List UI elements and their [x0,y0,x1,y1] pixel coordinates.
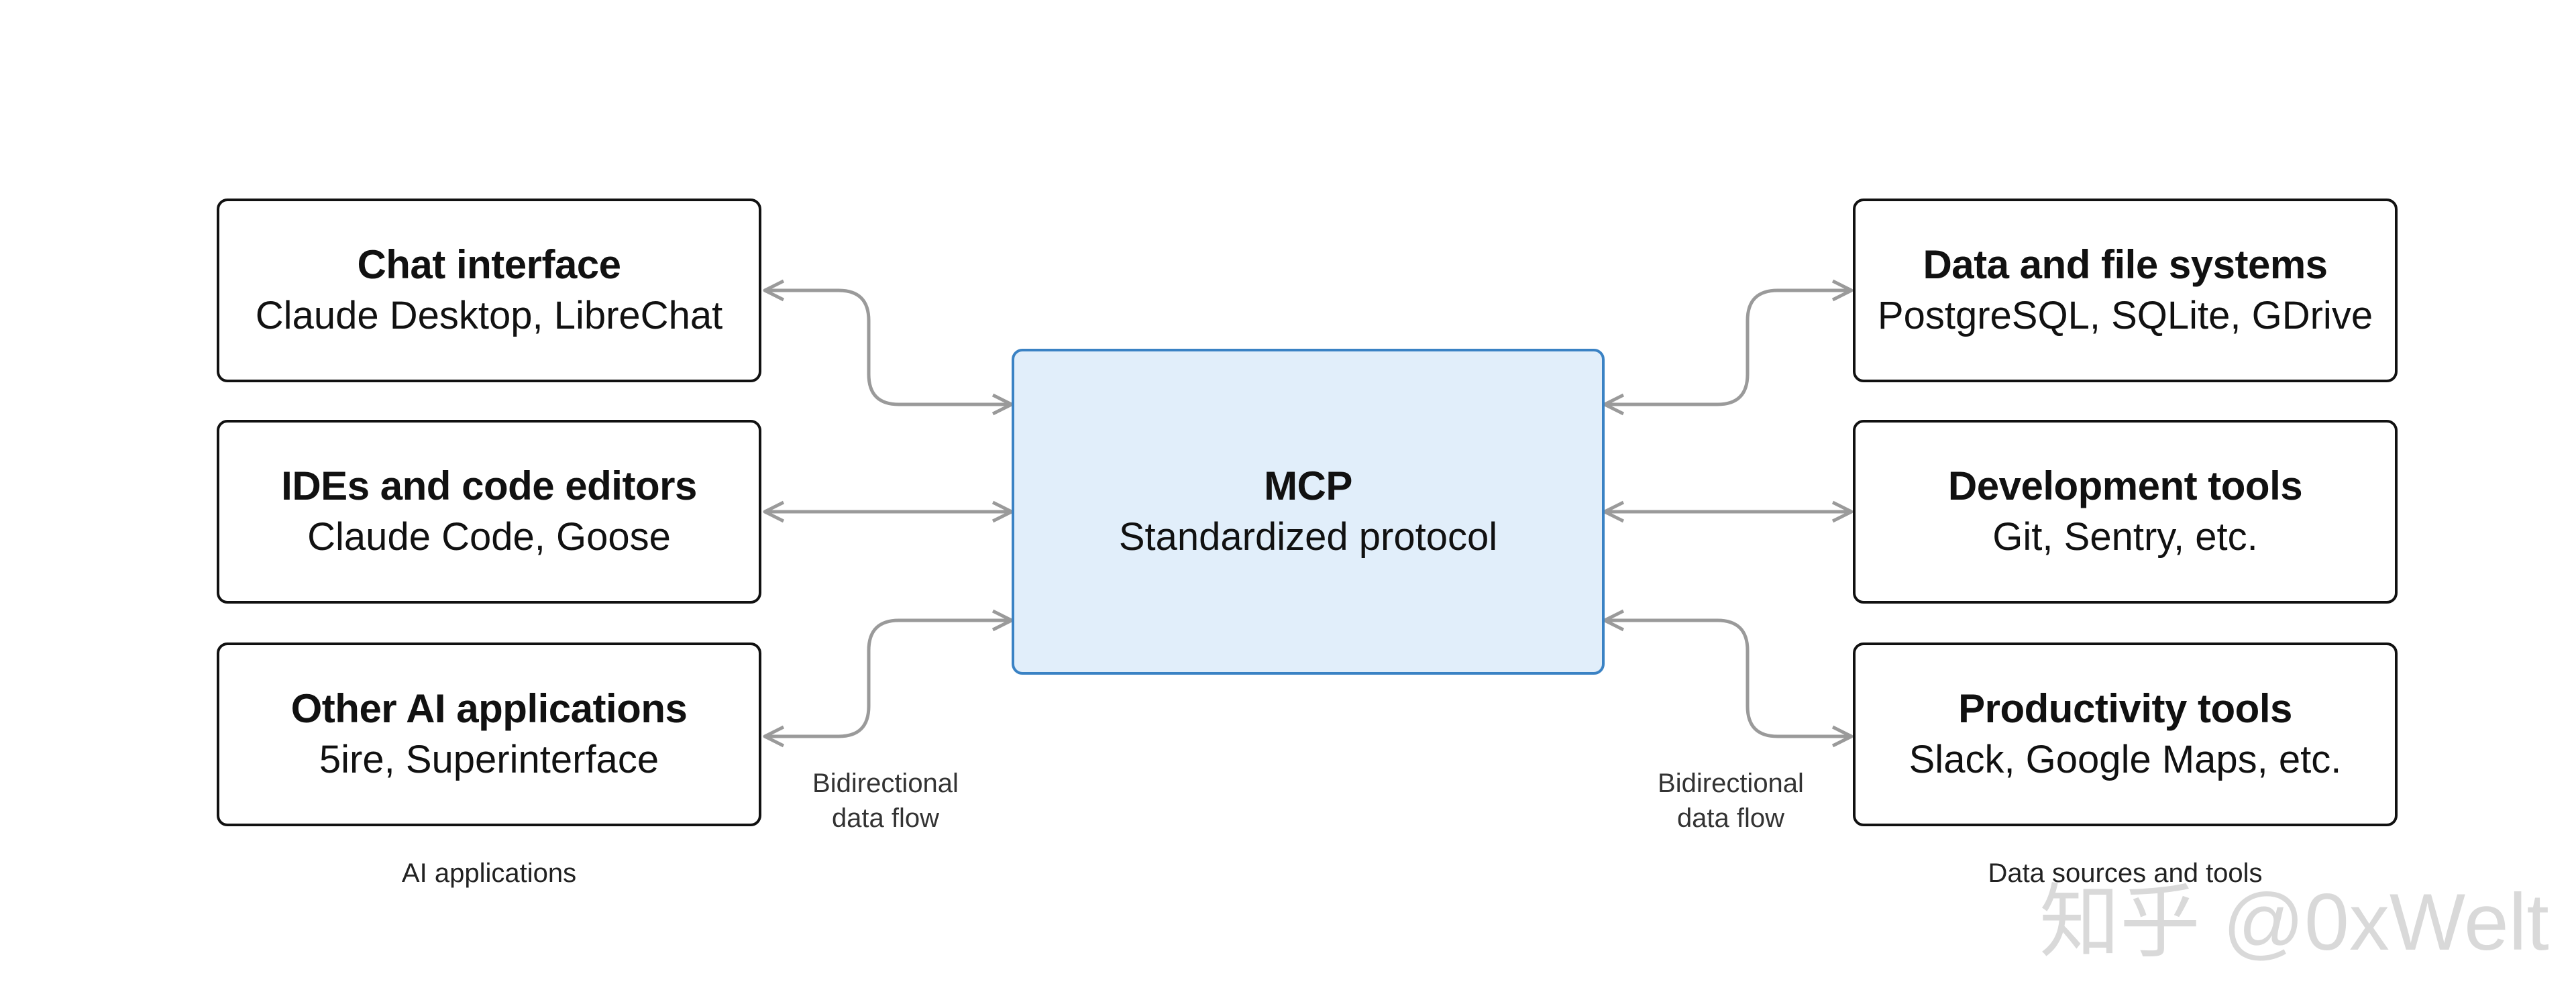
box-title: Data and file systems [1923,242,2328,287]
arrow-mcp-to-data [1603,279,1854,416]
note-line: Bidirectional [1658,769,1804,798]
arrow-chat-to-mcp [763,279,1014,416]
box-subtitle: Slack, Google Maps, etc. [1909,738,2342,781]
box-data-file-systems: Data and file systems PostgreSQL, SQLite… [1853,199,2398,382]
box-ides-code-editors: IDEs and code editors Claude Code, Goose [217,420,761,604]
box-subtitle: Claude Code, Goose [307,515,671,559]
box-title: Development tools [1947,463,2303,508]
box-mcp: MCP Standardized protocol [1012,349,1605,675]
note-right-bidirectional: Bidirectional data flow [1617,766,1845,836]
box-productivity-tools: Productivity tools Slack, Google Maps, e… [1853,642,2398,826]
box-other-ai-applications: Other AI applications 5ire, Superinterfa… [217,642,761,826]
arrow-other-to-mcp [763,609,1014,748]
box-subtitle: PostgreSQL, SQLite, GDrive [1877,294,2373,337]
mcp-title: MCP [1264,463,1352,508]
box-chat-interface: Chat interface Claude Desktop, LibreChat [217,199,761,382]
box-development-tools: Development tools Git, Sentry, etc. [1853,420,2398,604]
box-title: Productivity tools [1958,686,2292,731]
box-title: Chat interface [357,242,621,287]
box-subtitle: Git, Sentry, etc. [1992,515,2258,559]
caption-ai-applications: AI applications [401,858,577,888]
watermark: 知乎 @0xWelt [2039,877,2549,967]
box-subtitle: 5ire, Superinterface [319,738,659,781]
caption-data-sources-tools: Data sources and tools [1988,858,2263,888]
box-subtitle: Claude Desktop, LibreChat [255,294,723,337]
note-left-bidirectional: Bidirectional data flow [771,766,1000,836]
note-line: Bidirectional [812,769,959,798]
note-line: data flow [831,803,940,833]
mcp-subtitle: Standardized protocol [1118,515,1498,559]
box-title: IDEs and code editors [281,463,697,508]
note-line: data flow [1676,803,1785,833]
arrow-mcp-to-productivity [1603,609,1854,748]
box-title: Other AI applications [290,686,688,731]
